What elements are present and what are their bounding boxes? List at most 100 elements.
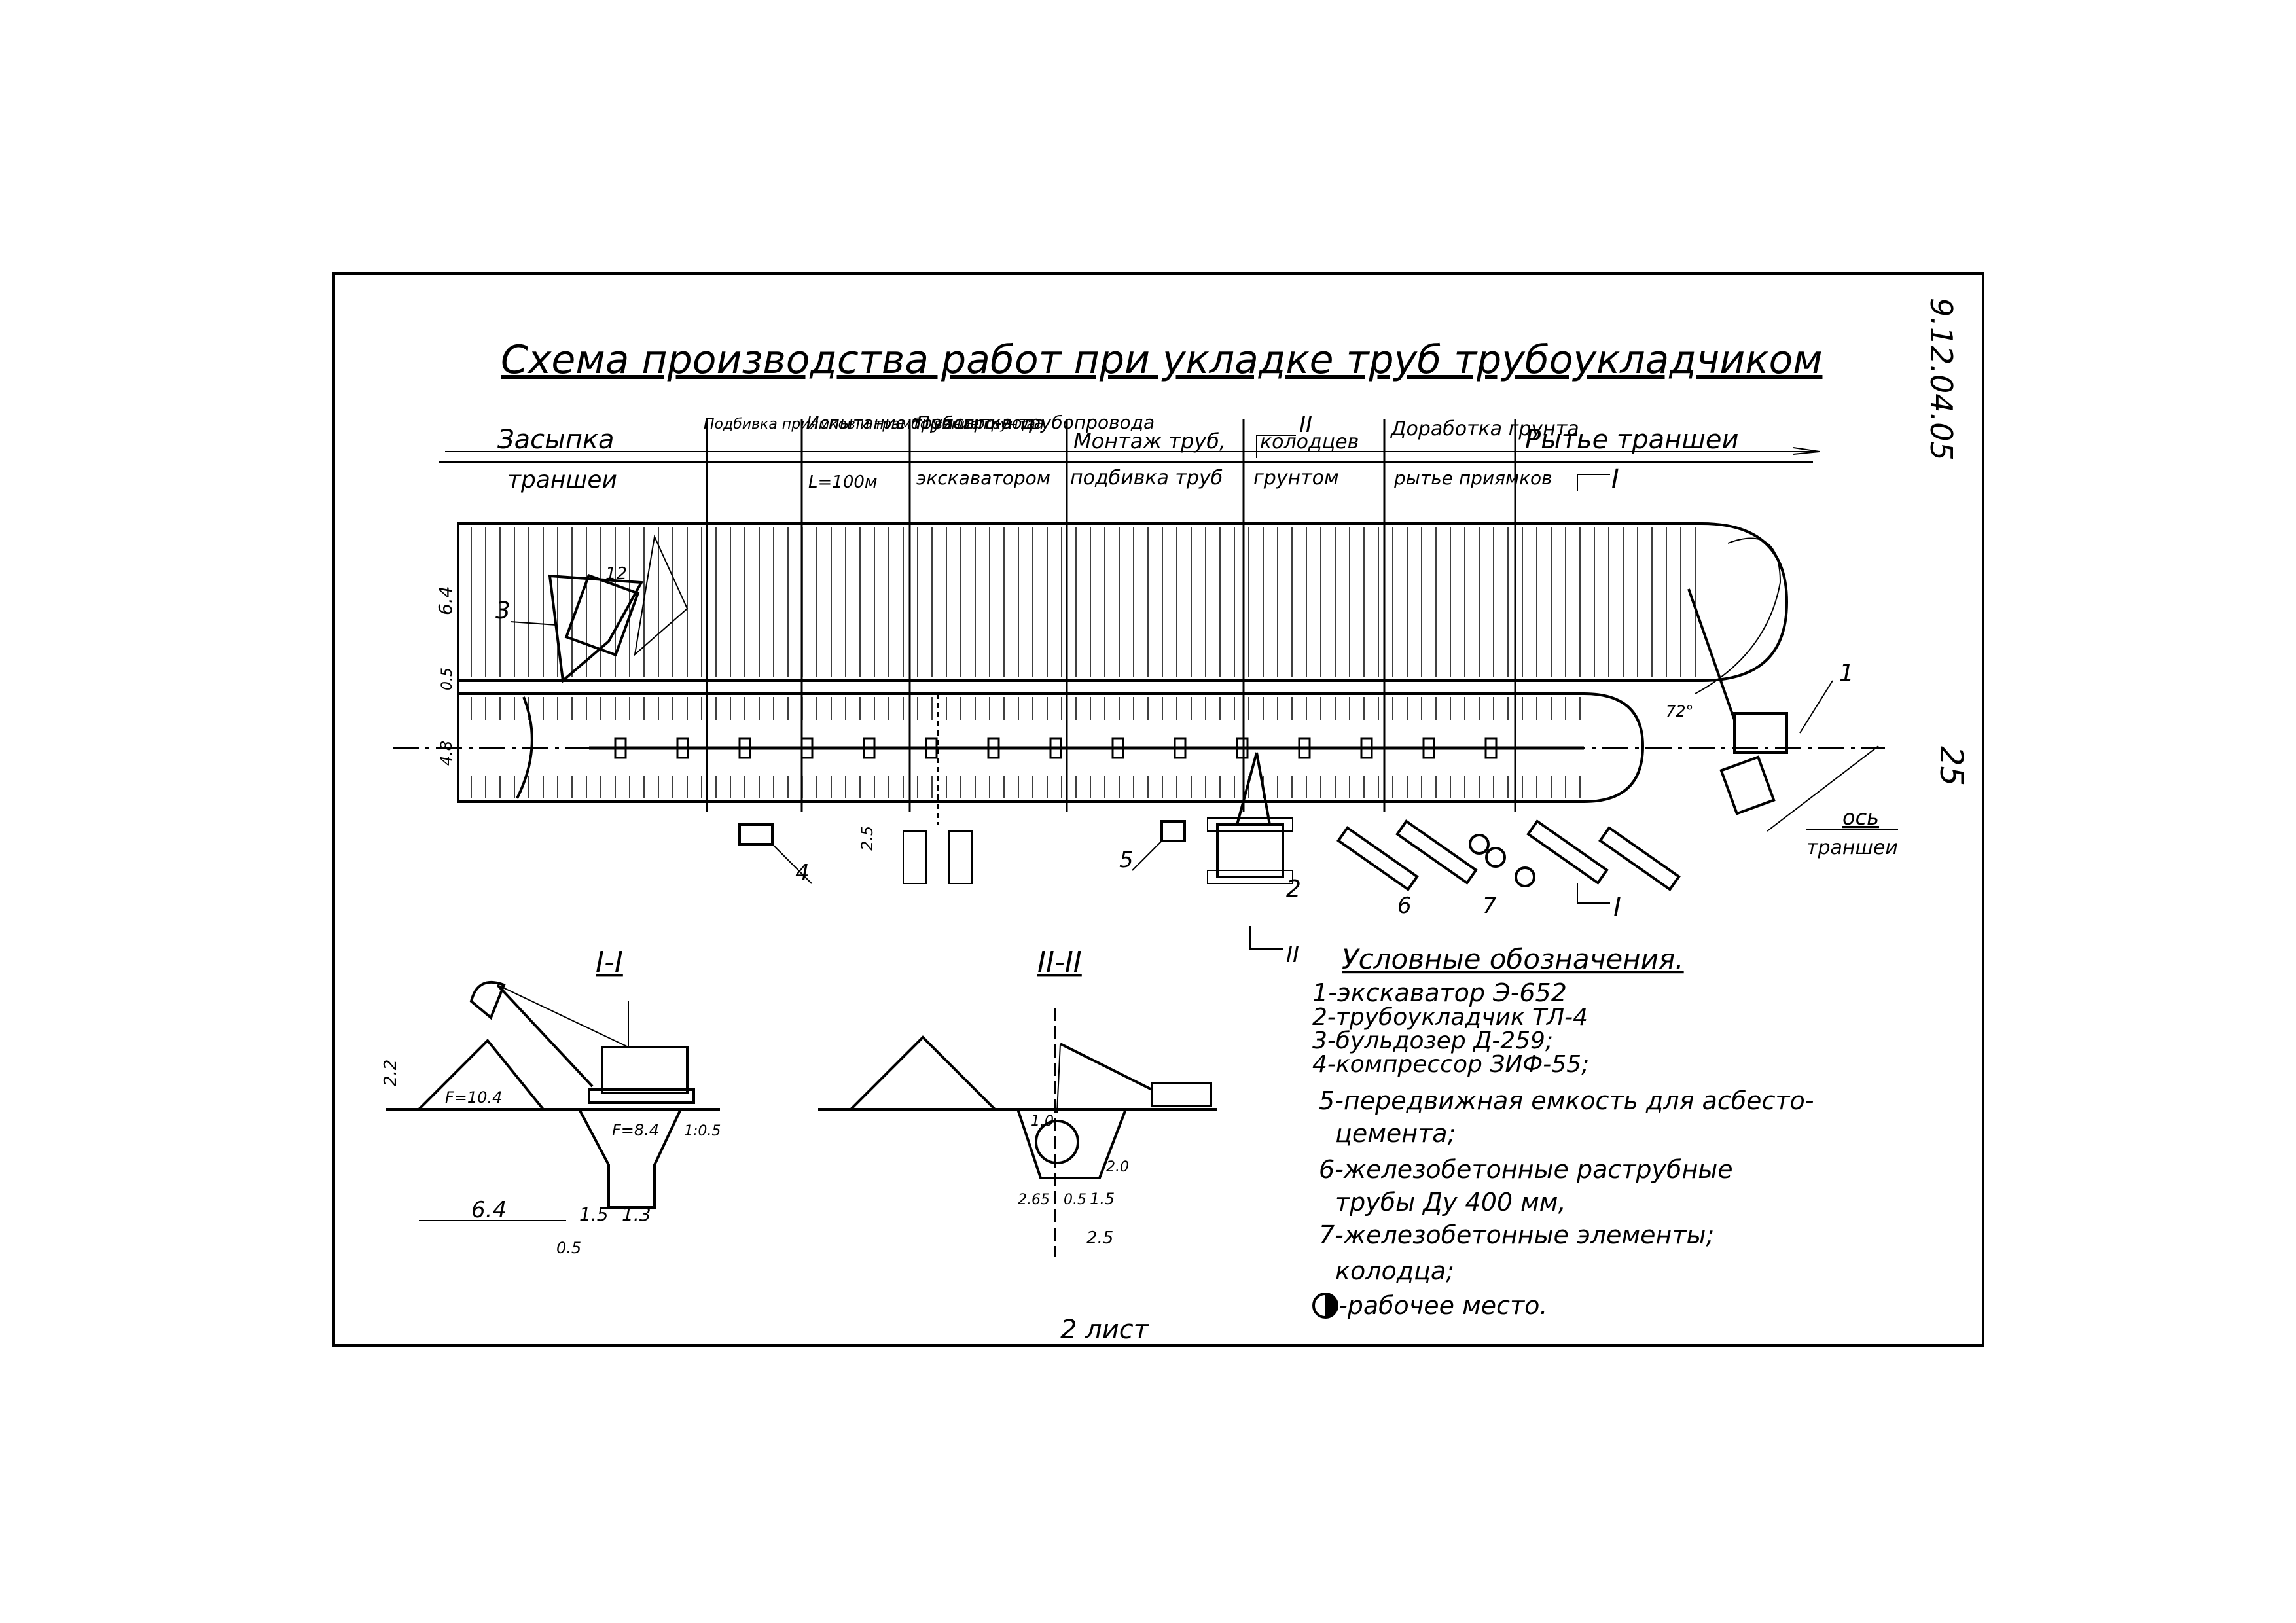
section-mark-ii-top-label: II (1299, 412, 1312, 438)
callout-4: 4 (795, 860, 810, 886)
legend-item-2: 2-трубоукладчик ТЛ-4 (1312, 1004, 1588, 1031)
callout-1: 1 (1839, 660, 1854, 687)
section-i-dim-width: 6.4 (471, 1197, 507, 1223)
callout-5: 5 (1119, 847, 1134, 873)
section-i-excavator (469, 981, 695, 1104)
axis-label-bottom: траншеи (1806, 836, 1898, 859)
section-i-f-left: F=10.4 (445, 1088, 502, 1107)
stage-6-bottom: рытье приямков (1393, 467, 1552, 489)
drawing-frame (332, 272, 1984, 1347)
stage-6-top: Доработка грунта (1390, 418, 1579, 440)
legend-item-7b: колодца; (1335, 1257, 1454, 1285)
section-ii-dim-a: 1.5 (1090, 1190, 1115, 1208)
stage-7-top: Рытье траншеи (1525, 425, 1738, 455)
stage-1-top: Подбивка приямков и трамбо-вание грунта (704, 416, 1035, 433)
section-mark-i-bottom (1577, 883, 1610, 904)
legend-item-6: 6-железобетонные раструбные (1319, 1155, 1733, 1184)
section-i: I-I 6.4 2.2 1.5 1.3 0.5 F=10.4 F=8.4 1:0… (381, 946, 721, 1257)
spare-pipes (1336, 819, 1681, 891)
stage-5-top: колодцев (1260, 431, 1359, 454)
section-i-slope: 1:0.5 (684, 1123, 721, 1139)
workplace-symbol-icon (1312, 1293, 1338, 1319)
callout-2: 2 (1286, 876, 1301, 902)
legend-item-5b: цемента; (1335, 1119, 1456, 1148)
section-i-dim-c: 0.5 (556, 1239, 581, 1257)
sheet-label: 2 лист (1060, 1315, 1150, 1345)
legend-item-5: 5-передвижная емкость для асбесто- (1319, 1086, 1814, 1115)
legend-item-6b: трубы Ду 400 мм, (1335, 1188, 1566, 1217)
direction-arrow (1793, 447, 1820, 455)
page-number: 25 (1933, 746, 1969, 786)
stage-2-top: Испытание трубопро-вода (806, 414, 1044, 433)
plan-view: 6.4 0.5 4.8 2.5 (393, 419, 1898, 919)
angle-label: 72° (1666, 702, 1694, 721)
compressor (738, 823, 774, 846)
section-i-dim-h: 2.2 (381, 1060, 401, 1086)
page-title: Схема производства работ при укладке тру… (501, 337, 1822, 383)
section-marks: I I II II (1249, 412, 1621, 968)
callout-7: 7 (1482, 893, 1497, 919)
axis-label-top: ось (1842, 805, 1879, 830)
legend-title: Условные обозначения. (1342, 943, 1684, 975)
stage-5-bottom: грунтом (1253, 467, 1339, 490)
section-ii-spoil (848, 1035, 998, 1111)
well-elements (1469, 834, 1535, 887)
section-ii-dim-b: 2.0 (1106, 1159, 1129, 1175)
section-mark-ii-bottom (1249, 926, 1283, 950)
section-ii-title: II-II (1037, 946, 1082, 979)
stage-4-top: Монтаж труб, (1073, 429, 1226, 454)
pipe-string (589, 737, 1584, 759)
legend: Условные обозначения. 1-экскаватор Э-652… (1312, 943, 1814, 1320)
stage-0-bottom: траншеи (507, 467, 617, 493)
spoil-bank-hatching (471, 527, 1696, 677)
section-i-trench (578, 1109, 682, 1209)
axis-label: ось траншеи (1767, 745, 1898, 859)
section-mark-ii-top (1256, 435, 1296, 458)
legend-item-1: 1-экскаватор Э-652 (1312, 978, 1567, 1007)
callout-3: 3 (495, 597, 511, 624)
section-i-spoil (416, 1039, 547, 1111)
dim-w4: 2.5 (858, 826, 876, 851)
legend-item-3: 3-бульдозер Д-259; (1312, 1027, 1553, 1054)
stage-2-bottom: L=100м (808, 473, 878, 492)
callout-12: 12 (605, 564, 627, 584)
section-i-title: I-I (596, 946, 623, 979)
section-mark-i-top (1577, 474, 1610, 491)
stage-3-bottom: экскаватором (916, 467, 1050, 489)
spoil-bank-outline (457, 522, 1789, 682)
section-ii-dim-d: 0.5 (1064, 1192, 1086, 1208)
section-ii-dim-e: 2.5 (1086, 1228, 1113, 1248)
section-i-dim-b: 1.3 (622, 1204, 651, 1225)
section-ii: II-II 1.5 2.0 2.65 0.5 2.5 1.0 (818, 946, 1217, 1257)
section-mark-i-top-label: I (1611, 464, 1619, 494)
callout-6: 6 (1397, 893, 1412, 919)
legend-item-4: 4-компрессор ЗИФ-55; (1312, 1051, 1589, 1078)
bulldozer (516, 534, 689, 799)
trench-hatching (471, 697, 1581, 798)
mobile-tank (1160, 820, 1186, 842)
excavator (1687, 537, 1788, 815)
section-ii-dim-f: 1.0 (1031, 1113, 1054, 1130)
dim-w1: 6.4 (435, 586, 456, 615)
dim-w2: 0.5 (439, 668, 456, 690)
dim-w3: 4.8 (437, 741, 456, 766)
legend-item-7: 7-железобетонные элементы; (1319, 1221, 1714, 1249)
section-ii-pipe (1035, 1120, 1079, 1164)
legend-item-workplace: -рабочее место. (1338, 1291, 1548, 1320)
section-i-dim-a: 1.5 (579, 1204, 609, 1225)
section-i-f-right: F=8.4 (612, 1121, 659, 1139)
pipelayer (1207, 752, 1293, 884)
section-mark-i-bottom-label: I (1613, 893, 1621, 923)
stage-0-top: Засыпка (497, 425, 615, 455)
section-ii-pipelayer (1056, 1043, 1212, 1113)
trench-outline (457, 692, 1645, 803)
plan-callouts: 1 2 3 4 5 6 7 12 (495, 564, 1854, 919)
section-ii-trench (1016, 1109, 1127, 1179)
stage-4-bottom: подбивка труб (1070, 467, 1223, 490)
doc-code: 9.12.04.05 (1924, 298, 1959, 461)
stage-dividers (706, 419, 1516, 812)
test-frames (903, 694, 973, 884)
section-ii-dim-c: 2.65 (1018, 1192, 1050, 1208)
section-mark-ii-bottom-label: II (1286, 942, 1299, 968)
stage-headers: Засыпка траншеи Подбивка приямков и трам… (497, 412, 1738, 493)
